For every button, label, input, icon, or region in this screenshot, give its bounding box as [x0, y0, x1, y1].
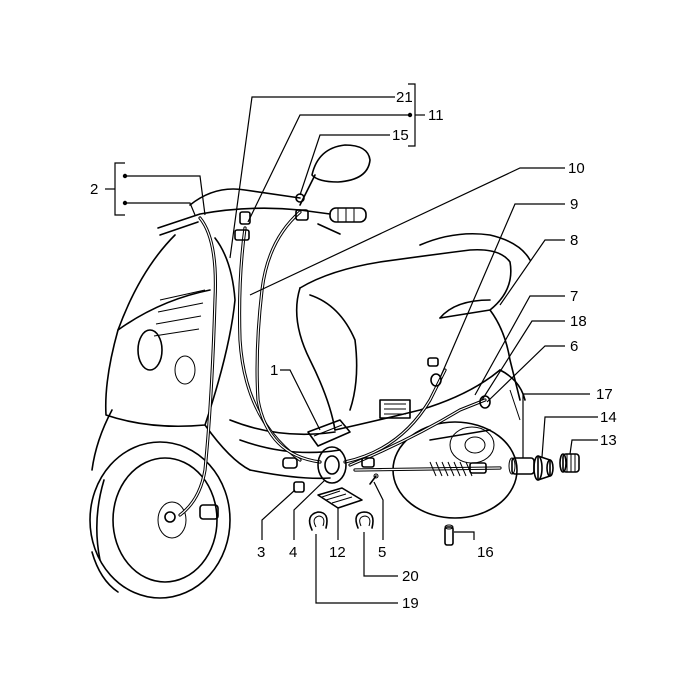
label-part-9: 9 [570, 196, 578, 213]
label-part-2: 2 [90, 181, 98, 198]
label-part-15: 15 [392, 127, 409, 144]
cable-bracket [317, 487, 363, 509]
leader-dot [407, 112, 413, 118]
front-body-panel [91, 234, 251, 471]
label-part-17: 17 [596, 386, 613, 403]
cables [178, 210, 502, 517]
label-part-6: 6 [570, 338, 578, 355]
label-part-20: 20 [402, 568, 419, 585]
label-part-21: 21 [396, 89, 413, 106]
label-part-13: 13 [600, 432, 617, 449]
rear-body-seat [295, 232, 531, 431]
leader-dot [122, 173, 128, 179]
label-part-5: 5 [378, 544, 386, 561]
screw [369, 473, 379, 485]
part-labels: 21 11 15 10 2 9 8 7 18 6 1 17 14 13 3 4 … [90, 89, 617, 612]
label-part-4: 4 [289, 544, 297, 561]
label-part-10: 10 [568, 160, 585, 177]
cable-spring [429, 461, 487, 477]
label-part-3: 3 [257, 544, 265, 561]
label-part-11: 11 [428, 107, 444, 124]
leader-dot [122, 200, 128, 206]
battery-cover [307, 419, 351, 447]
clamp-ring-20 [355, 511, 374, 529]
clamp-ring-19 [308, 511, 328, 531]
label-part-8: 8 [570, 232, 578, 249]
cable-clip [293, 481, 305, 493]
engine-area [499, 369, 526, 421]
label-part-7: 7 [570, 288, 578, 305]
label-part-16: 16 [477, 544, 494, 561]
front-wheel [89, 441, 231, 599]
components [234, 193, 580, 546]
label-part-1: 1 [270, 362, 278, 379]
label-part-14: 14 [600, 409, 617, 426]
label-part-12: 12 [329, 544, 346, 561]
scooter-illustration [89, 144, 531, 599]
cable-fittings [234, 193, 491, 468]
cone-nut [533, 455, 554, 481]
cable-splitter-hub [282, 446, 347, 484]
pin [444, 524, 454, 546]
leader-lines [105, 83, 598, 604]
label-part-18: 18 [570, 313, 587, 330]
front-brake-assembly [164, 504, 219, 523]
label-part-19: 19 [402, 595, 419, 612]
adjuster-sleeve [508, 457, 535, 475]
knurled-nut [559, 453, 580, 473]
